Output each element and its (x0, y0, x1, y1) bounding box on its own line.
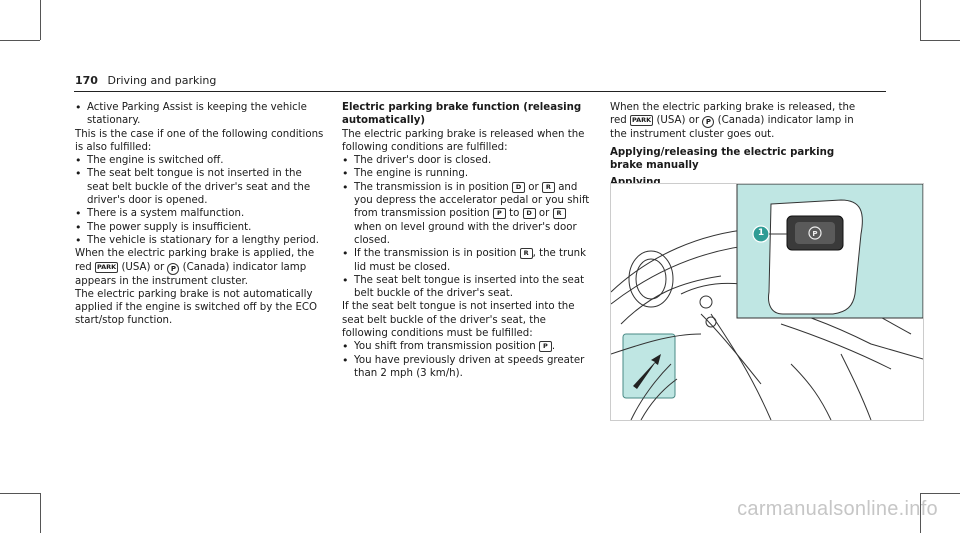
crop-mark (920, 0, 921, 40)
text-span: When the electric parking brake is relea… (610, 102, 856, 127)
text-span: , the trunk lid must be closed. (354, 248, 587, 273)
gear-d-icon: D (522, 208, 536, 220)
gear-r-icon: R (519, 248, 533, 260)
paragraph: This is the case if one of the following… (75, 128, 324, 153)
crop-mark (40, 493, 41, 533)
paragraph: When the electric parking brake is relea… (610, 101, 865, 142)
bullet-item: The transmission is in position D or R a… (342, 181, 594, 247)
park-canada-icon: P (167, 262, 180, 275)
text-span: (Canada) indicator lamp appears in the i… (75, 261, 307, 287)
bullet-item: The engine is running. (342, 167, 594, 181)
gear-p-icon: P (538, 341, 552, 353)
callout-number: 1 (757, 228, 765, 238)
section-heading: Electric parking brake function (releasi… (342, 102, 582, 127)
park-usa-icon: PARK (629, 115, 654, 127)
text-span: (Canada) indicator lamp in the instrumen… (610, 115, 854, 141)
crop-mark (0, 40, 40, 41)
text-span: . (551, 341, 556, 353)
paragraph: If the seat belt tongue is not inserted … (342, 301, 575, 340)
column-3: When the electric parking brake is relea… (610, 101, 865, 189)
park-canada-icon: P (702, 116, 715, 129)
section-title: Driving and parking (107, 74, 217, 87)
bullet-item: The seat belt tongue is inserted into th… (342, 274, 594, 301)
crop-mark (0, 493, 40, 494)
bullet-item: If the transmission is in position R, th… (342, 247, 594, 274)
crop-mark (920, 493, 921, 533)
text-span: or (538, 208, 550, 220)
dashboard-drawing: P (611, 184, 923, 420)
bullet-item: You shift from transmission position P. (342, 340, 594, 354)
svg-text:P: P (812, 230, 817, 238)
page-header: 170 Driving and parking (75, 74, 216, 87)
header-rule (74, 91, 886, 92)
arrow-icon (633, 354, 661, 389)
bullet-item: The seat belt tongue is not inserted in … (75, 167, 325, 207)
gear-d-icon: D (512, 181, 526, 193)
text-span: (USA) or (121, 261, 165, 273)
page-number: 170 (75, 74, 98, 87)
bullet-item: You have previously driven at speeds gre… (342, 354, 594, 381)
text-span: or (528, 181, 539, 193)
text-span: to (509, 208, 520, 220)
text-span: (USA) or (656, 115, 700, 127)
bullet-item: The vehicle is stationary for a lengthy … (75, 234, 325, 248)
text-span: The transmission is in position (354, 181, 509, 193)
gear-r-icon: R (541, 181, 555, 193)
gear-p-icon: P (492, 208, 506, 220)
column-2: Electric parking brake function (releasi… (342, 101, 594, 380)
crop-mark (40, 0, 41, 40)
bullet-item: The driver's door is closed. (342, 154, 594, 168)
bullet-item: The engine is switched off. (75, 154, 325, 168)
paragraph: The electric parking brake is released w… (342, 128, 585, 153)
park-usa-icon: PARK (94, 261, 119, 273)
subheading: Applying (610, 176, 865, 189)
text-span: If the transmission is in position (354, 248, 517, 260)
gear-r-icon: R (552, 208, 566, 220)
crop-mark (920, 40, 960, 41)
watermark: carmanualsonline.info (737, 498, 938, 520)
paragraph: When the electric parking brake is appli… (75, 247, 325, 288)
text-span: You shift from transmission position (354, 341, 536, 353)
crop-mark (920, 493, 960, 494)
bullet-item: Active Parking Assist is keeping the veh… (75, 101, 325, 128)
column-1: Active Parking Assist is keeping the veh… (75, 101, 325, 328)
bullet-item: The power supply is insufficient. (75, 221, 325, 235)
bullet-item: There is a system malfunction. (75, 207, 325, 221)
text-span: When the electric parking brake is appli… (75, 248, 315, 273)
section-heading: Applying/releasing the electric parking … (610, 146, 835, 171)
parking-brake-illustration: P 1 (610, 183, 924, 421)
highlight-area (622, 333, 676, 399)
text-span: when on level ground with the driver's d… (354, 221, 577, 246)
text-span: and you depress the accelerator pedal or… (354, 181, 590, 220)
paragraph: The electric parking brake is not automa… (75, 288, 318, 327)
